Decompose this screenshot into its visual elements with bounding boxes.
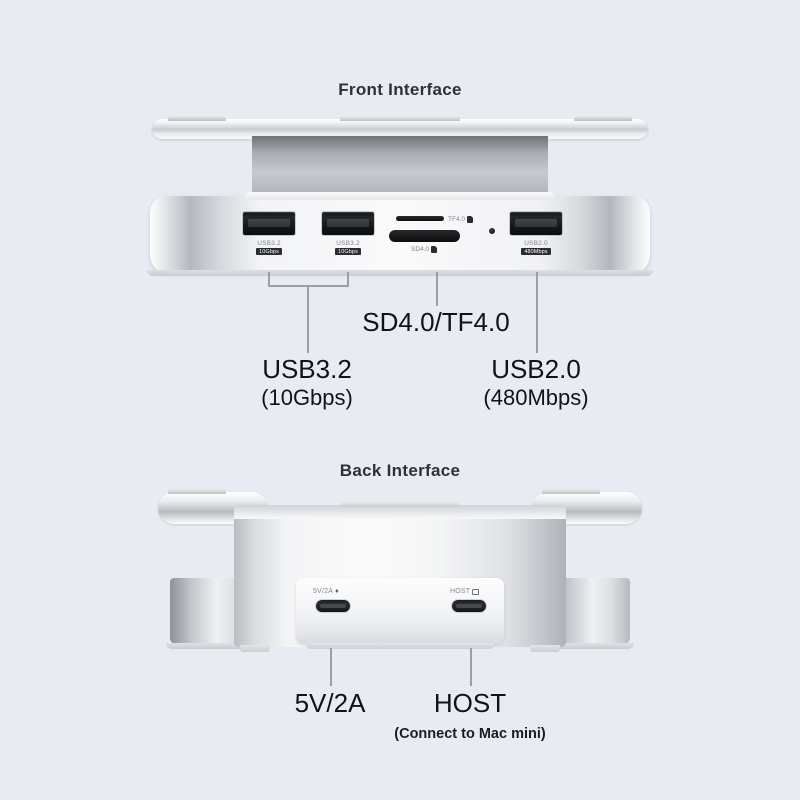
- usb32-port-1[interactable]: [243, 212, 295, 235]
- usb32-port-2-name: USB3.2: [336, 240, 360, 247]
- display-icon: [472, 588, 480, 595]
- usb32-port-2-label: USB3.2 10Gbps: [313, 240, 383, 255]
- front-interface-section: Front Interface USB3.2 10Gbps USB3.2 10G…: [147, 80, 653, 411]
- usb-c-host-port-label: HOST: [450, 588, 480, 595]
- mac-mini-back-foot-left: [240, 645, 270, 652]
- callout-line-host: [470, 648, 472, 686]
- memory-card-icon: [466, 216, 473, 223]
- callout-usb32: USB3.2 (10Gbps): [261, 354, 353, 411]
- usb32-port-2-speed-badge: 10Gbps: [335, 248, 361, 255]
- callout-usb32-speed: (10Gbps): [261, 384, 353, 410]
- usb20-port-label: USB2.0 480Mbps: [501, 240, 571, 255]
- tf-slot-name: TF4.0: [448, 216, 465, 223]
- sd-card-slot[interactable]: [389, 230, 460, 242]
- callout-host-title: HOST: [433, 688, 507, 718]
- mac-mini-back-foot-right: [530, 645, 560, 652]
- usb32-port-2[interactable]: [322, 212, 374, 235]
- callout-host-note: (Connect to Mac mini): [394, 726, 546, 742]
- callout-sd-tf: SD4.0/TF4.0: [362, 307, 509, 338]
- usb32-port-1-name: USB3.2: [257, 240, 281, 247]
- callout-5v2a-title: 5V/2A: [294, 688, 366, 718]
- callout-line-5v2a: [330, 648, 332, 686]
- usb20-port-name: USB2.0: [524, 240, 548, 247]
- usb32-port-1-label: USB3.2 10Gbps: [234, 240, 304, 255]
- tf-slot-label: TF4.0: [448, 216, 473, 223]
- mac-mini-back-tab: [341, 501, 459, 507]
- tf-card-slot[interactable]: [396, 216, 444, 221]
- callout-usb20: USB2.0 (480Mbps): [483, 354, 588, 411]
- usb-c-power-port-label: 5V/2A ♦: [313, 588, 339, 595]
- callout-line-usb20: [536, 272, 538, 353]
- usb20-port-speed-badge: 480Mbps: [521, 248, 551, 255]
- usb-c-host-port-name: HOST: [450, 588, 471, 595]
- callout-sd-tf-title: SD4.0/TF4.0: [362, 307, 510, 337]
- back-interface-title: Back Interface: [339, 461, 461, 480]
- mac-mini-front-top-plate: [152, 116, 648, 139]
- callout-usb20-title: USB2.0: [491, 354, 581, 384]
- callout-line-sd-tf: [436, 272, 438, 306]
- front-interface-title: Front Interface: [338, 80, 462, 99]
- callout-line-usb32-right: [347, 272, 349, 286]
- lightning-bolt-icon: ♦: [335, 588, 339, 595]
- callout-usb32-title: USB3.2: [262, 354, 352, 384]
- usb32-port-1-speed-badge: 10Gbps: [256, 248, 282, 255]
- usb-c-host-port[interactable]: [452, 600, 486, 612]
- callout-host: HOST: [434, 688, 506, 719]
- callout-line-usb32-stem: [307, 285, 309, 353]
- usb20-port[interactable]: [510, 212, 562, 235]
- sd-slot-label: SD4.0: [411, 246, 438, 253]
- callout-line-usb32-left: [268, 272, 270, 286]
- hub-front-top-edge: [246, 192, 554, 200]
- hub-front-base: [147, 270, 653, 276]
- usb-c-power-port[interactable]: [316, 600, 350, 612]
- callout-5v2a: 5V/2A: [295, 688, 366, 719]
- memory-card-icon: [431, 246, 438, 253]
- mac-mini-front-tab: [340, 116, 460, 121]
- callout-bracket-usb32: [268, 285, 349, 287]
- usb-c-power-port-name: 5V/2A: [313, 588, 334, 595]
- mac-mini-front-body: [252, 136, 548, 202]
- status-led-indicator: [489, 228, 495, 234]
- callout-usb20-speed: (480Mbps): [483, 384, 589, 410]
- sd-slot-name: SD4.0: [411, 246, 430, 253]
